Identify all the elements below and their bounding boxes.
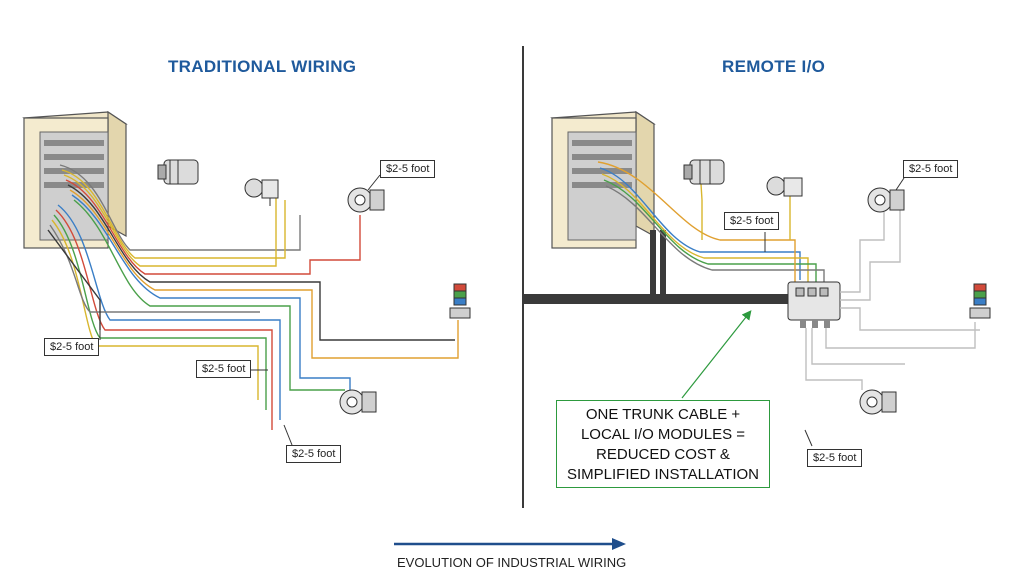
callout-arrow [681, 310, 752, 399]
cost-tag: $2-5 foot [196, 360, 252, 378]
valve-icon [244, 178, 279, 206]
sensor-icon [859, 389, 897, 415]
trunk-cable [524, 230, 790, 304]
remote-io-title: REMOTE I/O [722, 57, 826, 76]
io-module-icon [787, 281, 841, 328]
section-divider [522, 46, 524, 508]
cost-tag: $2-5 foot [724, 212, 780, 230]
cost-tag: $2-5 foot [44, 338, 100, 356]
cost-tag: $2-5 foot [807, 449, 863, 467]
sensor-icon [867, 187, 905, 213]
cost-tag: $2-5 foot [380, 160, 436, 178]
stack-light-icon [449, 283, 471, 319]
callout-line: SIMPLIFIED INSTALLATION [567, 466, 759, 483]
cost-tag: $2-5 foot [286, 445, 342, 463]
remote-wire-bundle [597, 161, 825, 286]
evolution-arrow [394, 538, 626, 550]
control-cabinet-icon [550, 110, 656, 249]
sensor-icon [347, 187, 385, 213]
sensor-icon [339, 389, 377, 415]
io-drop-wires [805, 210, 980, 390]
callout-line: LOCAL I/O MODULES = [580, 426, 746, 443]
cost-tag: $2-5 foot [903, 160, 959, 178]
motor-icon [157, 159, 199, 185]
motor-icon [683, 159, 725, 185]
footer-caption: EVOLUTION OF INDUSTRIAL WIRING [397, 555, 627, 570]
stack-light-icon [969, 283, 991, 319]
callout-line: REDUCED COST & [596, 446, 730, 463]
traditional-wiring-title: TRADITIONAL WIRING [168, 57, 357, 76]
benefit-callout: ONE TRUNK CABLE + LOCAL I/O MODULES = RE… [556, 400, 770, 488]
callout-line: ONE TRUNK CABLE + [585, 406, 741, 423]
valve-icon [766, 176, 803, 197]
control-cabinet-icon [22, 110, 128, 249]
